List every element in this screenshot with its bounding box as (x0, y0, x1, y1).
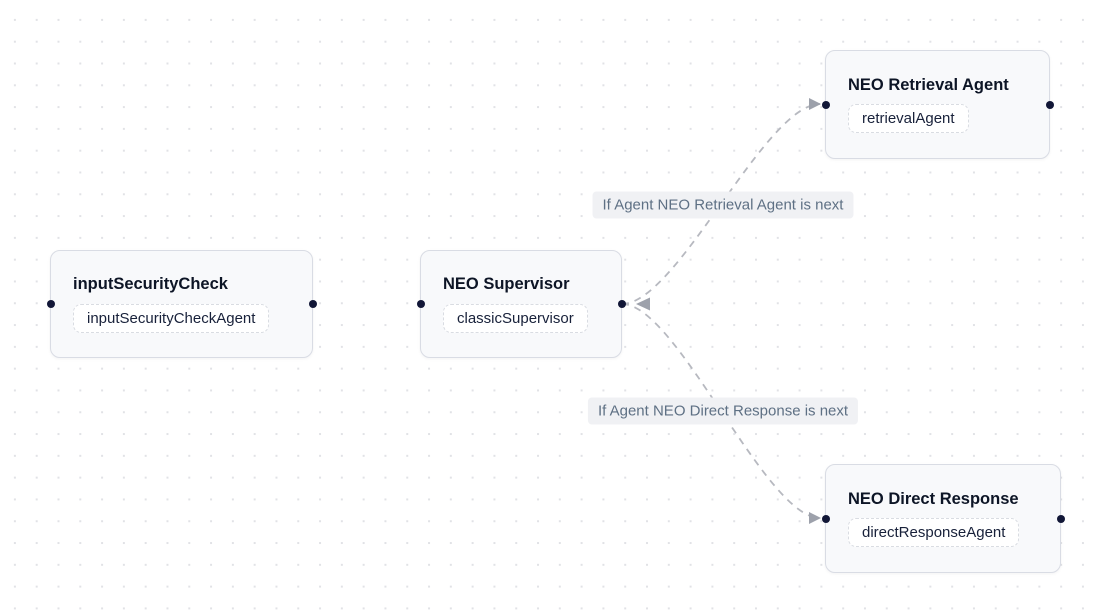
node-agent-pill: classicSupervisor (443, 303, 588, 333)
handle-target[interactable] (416, 300, 425, 308)
node-title: inputSecurityCheck (73, 275, 228, 294)
handle-source[interactable] (308, 300, 317, 308)
handle-source[interactable] (617, 300, 626, 308)
node-neo-retrieval-agent[interactable]: NEO Retrieval Agent retrievalAgent (821, 50, 1054, 159)
node-neo-direct-response[interactable]: NEO Direct Response directResponseAgent (821, 464, 1065, 573)
node-neo-supervisor[interactable]: NEO Supervisor classicSupervisor (416, 250, 626, 358)
node-input-security-check[interactable]: inputSecurityCheck inputSecurityCheckAge… (46, 250, 317, 358)
node-title: NEO Retrieval Agent (848, 75, 1009, 94)
handle-target[interactable] (821, 514, 830, 523)
edge-label-retrieval-condition[interactable]: If Agent NEO Retrieval Agent is next (592, 191, 854, 219)
handle-target[interactable] (46, 300, 55, 308)
handle-source[interactable] (1045, 100, 1054, 109)
handle-target[interactable] (821, 100, 830, 109)
edge-label-direct-condition[interactable]: If Agent NEO Direct Response is next (587, 397, 859, 425)
node-agent-pill: directResponseAgent (848, 518, 1020, 548)
node-agent-pill: retrievalAgent (848, 104, 969, 134)
node-title: NEO Supervisor (443, 275, 570, 294)
node-agent-pill: inputSecurityCheckAgent (73, 303, 270, 333)
node-title: NEO Direct Response (848, 489, 1019, 508)
handle-source[interactable] (1056, 514, 1065, 523)
